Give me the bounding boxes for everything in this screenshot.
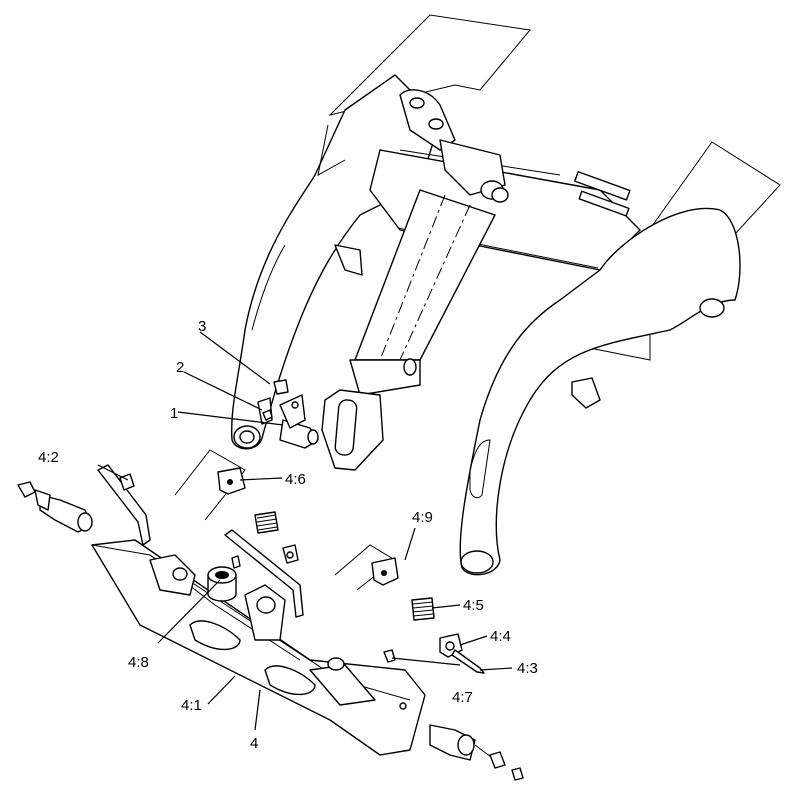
callout-4-6: 4:6 [285,471,306,488]
pivot-pin-group [262,379,319,449]
loader-arm-assembly [230,14,781,576]
spring-lower [411,597,435,621]
callout-4-8: 4:8 [128,654,149,671]
lock-handle [97,464,151,546]
callout-4-9: 4:9 [412,509,433,526]
release-cable [451,649,485,674]
right-arm-pivot-bore [699,298,725,318]
callout-labels: 3 2 1 4:2 4:6 4:9 4:5 4:4 4:3 4:7 4:8 4:… [38,318,538,752]
lift-cylinder [354,189,496,361]
roll-pin [383,649,396,663]
callout-4: 4 [250,735,258,752]
callout-4-4: 4:4 [490,628,511,645]
callout-4-2: 4:2 [38,449,59,466]
grease-fitting [262,409,273,421]
attachment-plate-group [17,449,524,781]
callout-4-1: 4:1 [181,697,202,714]
callout-1: 1 [170,405,178,422]
callout-4-7: 4:7 [452,689,473,706]
callout-4-3: 4:3 [517,660,538,677]
leader-lines [97,331,513,731]
right-arm-lower-bore [460,550,494,574]
callout-1-3: 3 [198,318,206,335]
callout-2: 2 [176,359,184,376]
callout-4-5: 4:5 [463,597,484,614]
right-lift-arm [459,207,741,576]
retaining-bolt [273,379,289,395]
